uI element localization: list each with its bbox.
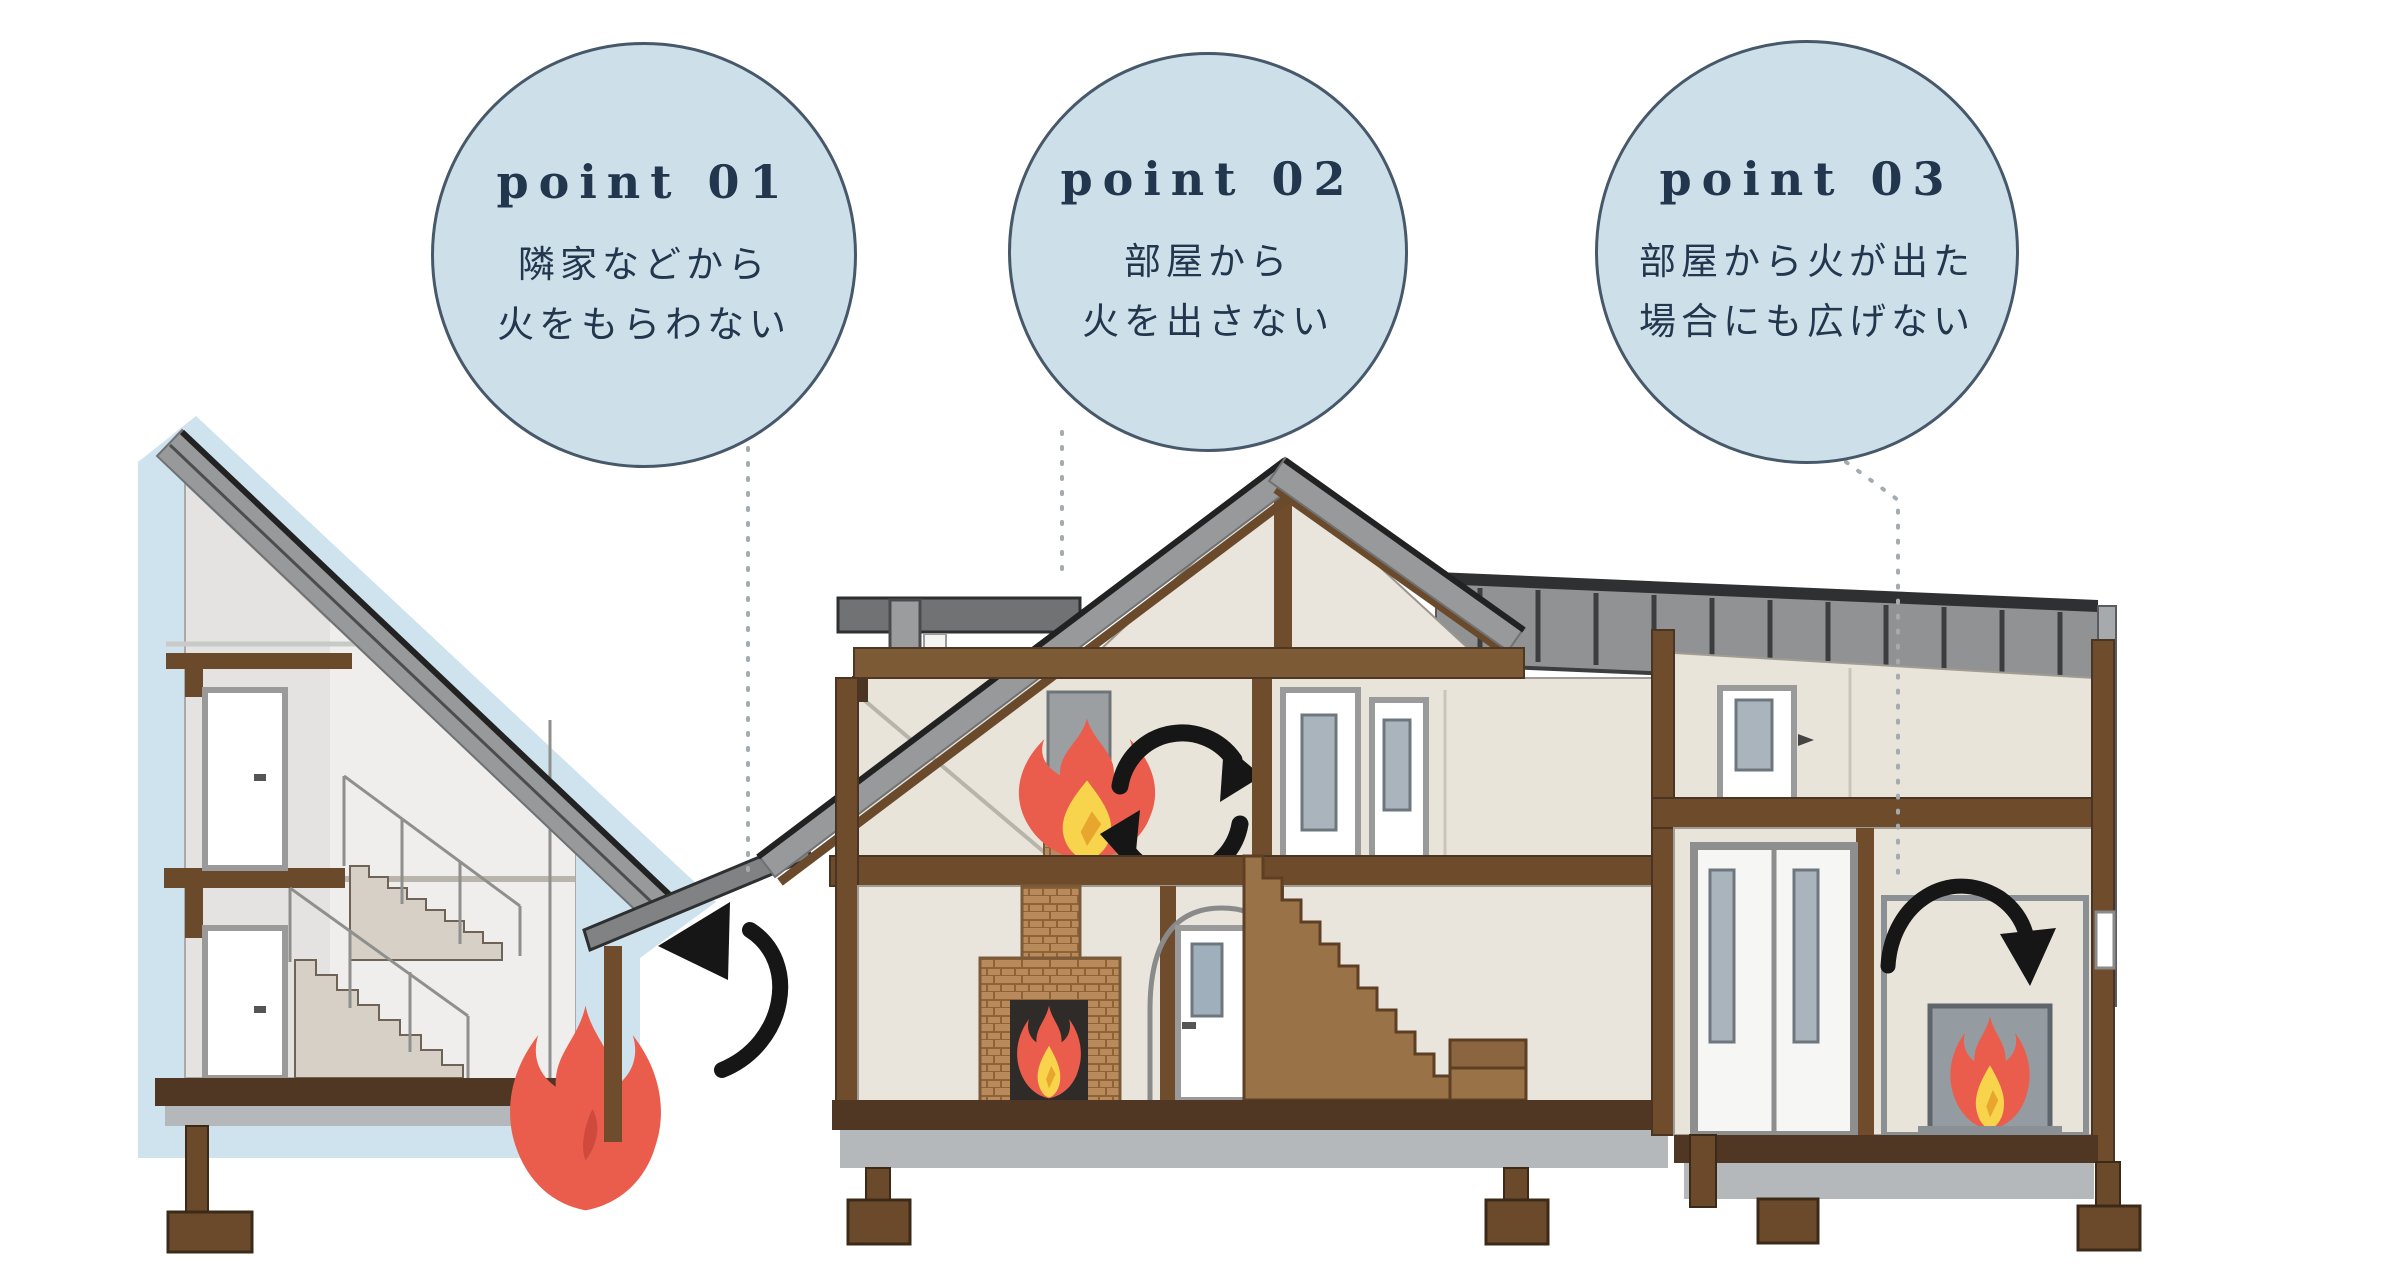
corner-stud	[835, 677, 859, 1103]
eave-beam	[853, 647, 1525, 679]
mid-floor-beam	[1651, 797, 2099, 829]
point-text-line1: 部屋から	[1124, 240, 1292, 284]
upper-room-door	[1717, 685, 1814, 805]
ceiling-beam	[166, 653, 352, 669]
wall-brace	[862, 698, 1046, 854]
main-staircase	[1242, 854, 1528, 1102]
footing	[1756, 1197, 1820, 1245]
foundation-strip	[165, 1106, 578, 1126]
footing	[846, 1198, 912, 1246]
wing-flat-roof	[836, 596, 1082, 634]
house-left-cutaway	[138, 416, 789, 1254]
upstairs-door-wide	[1280, 687, 1361, 861]
ground-beam	[832, 1100, 1676, 1130]
door-handle	[1182, 1022, 1196, 1029]
point-text-line2: 火をもらわない	[497, 303, 791, 346]
porch-post	[604, 946, 622, 1142]
foundation-post	[1689, 1134, 1717, 1208]
post-stub	[185, 669, 203, 697]
left-house-lower-door	[202, 925, 288, 1081]
foundation-post	[185, 1125, 209, 1213]
junction-stud	[1651, 629, 1675, 1136]
king-post	[1274, 486, 1292, 652]
containment-arrow-icon	[1880, 878, 2056, 986]
point-text-line1: 隣家などから	[518, 243, 770, 287]
point-label: point 02	[1060, 152, 1356, 207]
footing	[2076, 1204, 2142, 1252]
foundation-strip	[840, 1130, 1668, 1168]
upstairs-door-narrow	[1369, 697, 1429, 861]
foundation-strip	[1684, 1163, 2094, 1199]
second-floor-beam	[164, 868, 345, 888]
point-circle-03: point 03 部屋から火が出た 場合にも広げない	[1595, 40, 2019, 464]
point-text-line1: 部屋から火が出た	[1639, 240, 1975, 284]
house-main-cutaway	[582, 456, 1676, 1246]
point-circle-02: point 02 部屋から 火を出さない	[1008, 52, 1408, 452]
blocked-fire-arrow-icon	[658, 902, 789, 1078]
door-handle	[254, 1006, 266, 1013]
footing	[1484, 1198, 1550, 1246]
point-text-line2: 火を出さない	[1082, 300, 1334, 343]
right-wall-stud	[2091, 639, 2115, 1163]
point-label: point 01	[496, 155, 792, 210]
left-house-upper-door	[202, 687, 288, 871]
door-handle	[1798, 734, 1814, 746]
foundation-post	[2095, 1161, 2121, 1207]
room-divider-stud	[1856, 828, 1874, 1135]
wall-vent	[2094, 910, 2116, 970]
footing	[166, 1210, 254, 1254]
wall-stud	[1160, 886, 1176, 1102]
point-label: point 03	[1659, 152, 1955, 207]
door-handle	[254, 774, 266, 781]
right-section-roof	[1435, 572, 2117, 1007]
double-doors	[1690, 842, 1858, 1139]
left-house-stairwell-wall	[330, 622, 575, 1078]
fireplace	[978, 884, 1122, 1104]
left-house-stairs	[294, 865, 503, 1079]
ground-beam	[1674, 1135, 2098, 1163]
point-circle-01: point 01 隣家などから 火をもらわない	[431, 42, 857, 468]
point-text-line2: 場合にも広げない	[1639, 300, 1975, 343]
chimney-column	[1020, 884, 1082, 964]
wall-stud	[1252, 678, 1272, 856]
house-right-section	[1651, 629, 2142, 1252]
fire-containment-box	[1881, 895, 2089, 1138]
post-stub	[185, 888, 203, 938]
